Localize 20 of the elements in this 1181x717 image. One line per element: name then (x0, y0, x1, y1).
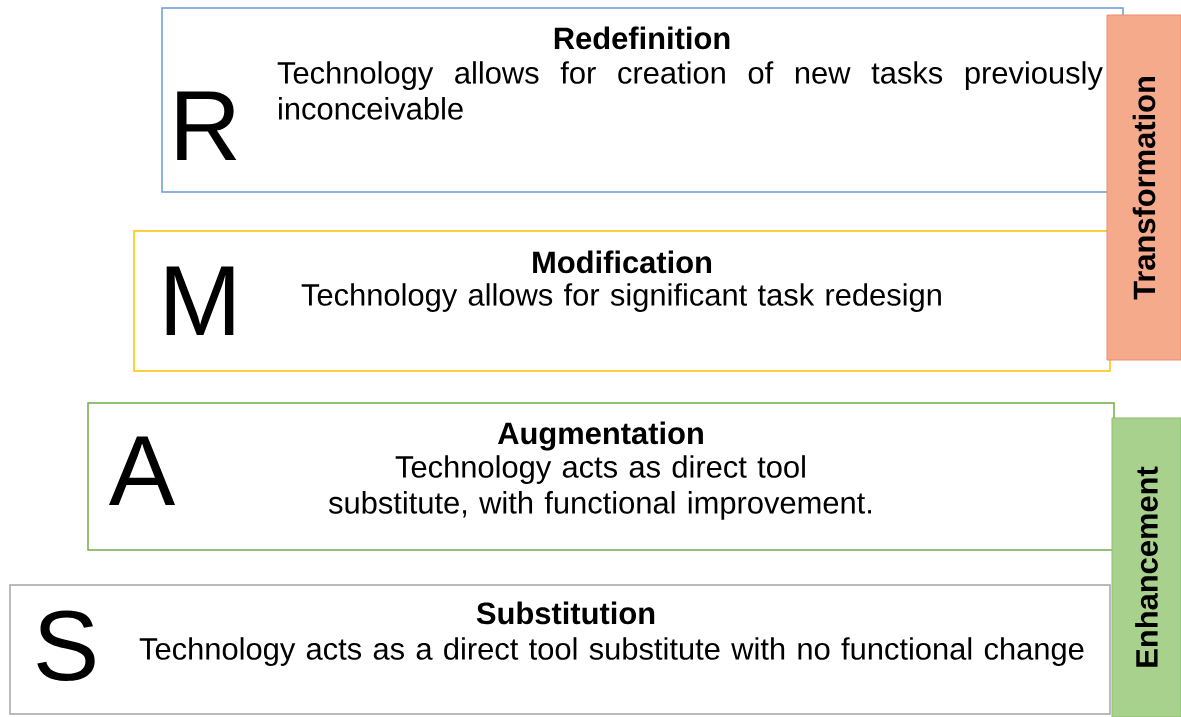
level-description: Technology acts as a direct tool substitute with no functional change (139, 637, 1084, 666)
level-letter: R (177, 91, 237, 160)
level-box (9, 584, 1111, 715)
level-letter: S (37, 610, 95, 681)
band-label: Transformation (1132, 77, 1156, 300)
level-heading: Substitution (476, 601, 655, 625)
level-letter: M (166, 266, 234, 335)
level-heading: Augmentation (497, 421, 703, 451)
level-heading: Redefinition (554, 26, 730, 50)
level-letter: A (108, 436, 176, 505)
category-band (1106, 14, 1181, 361)
level-box (87, 402, 1115, 551)
level-description: Technology acts as direct tool substitute, with functional improvement. (328, 455, 872, 520)
level-description: Technology allows for creation of new tasks previously inconceivable (277, 61, 1103, 120)
level-box (161, 7, 1124, 193)
level-description: Technology allows for significant task redesign (301, 283, 941, 312)
band-label: Enhancement (1135, 466, 1158, 667)
level-box (133, 230, 1111, 372)
category-band (1111, 417, 1181, 717)
level-heading: Modification (533, 250, 712, 274)
